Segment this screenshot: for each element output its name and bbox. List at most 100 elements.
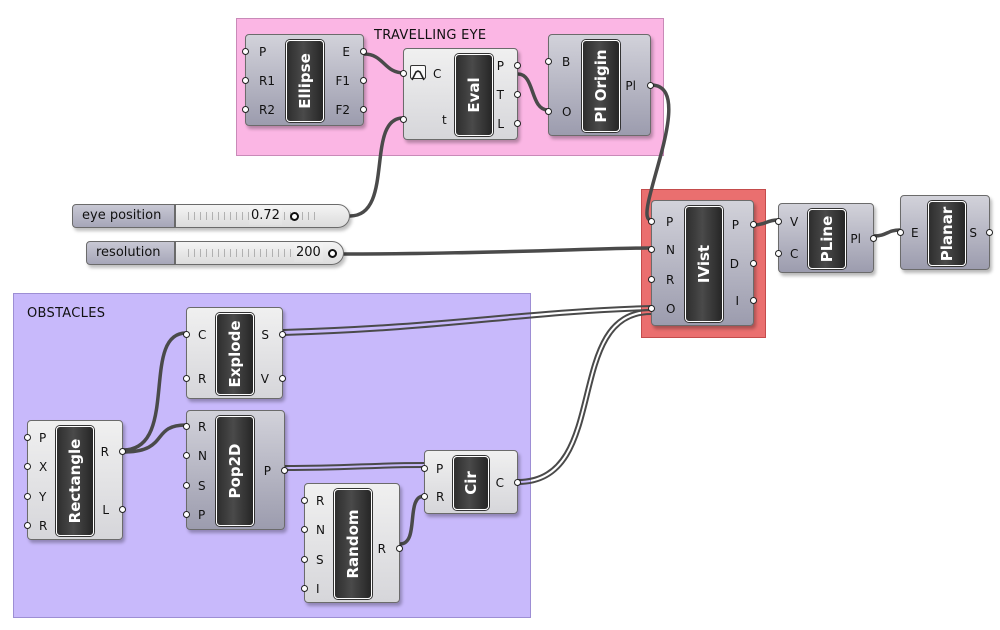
eval-input-c: C [433,67,442,81]
plorigin-input-b-dot[interactable] [545,58,552,65]
cir-input-r-dot[interactable] [421,493,428,500]
rectangle-input-x-dot[interactable] [24,463,31,470]
pop2d-output-p: P [263,464,271,478]
resolution-slider-ticks [188,249,313,257]
eye-position-slider-knob[interactable] [290,212,299,221]
pline-input-v: V [790,215,799,229]
planar-output-s: S [969,226,977,240]
plorigin-component[interactable]: Pl Origin B O Pl [545,34,654,136]
explode-input-r: R [198,372,207,386]
rectangle-input-r-dot[interactable] [24,522,31,529]
planar-input-e: E [911,226,919,240]
eval-output-l: L [497,117,504,131]
explode-input-r-dot[interactable] [183,375,190,382]
pop2d-component[interactable]: Pop2D R N S P P [183,410,288,530]
ellipse-core[interactable]: Ellipse [286,40,324,122]
pline-name: PLine [818,215,836,263]
rectangle-input-p-dot[interactable] [24,434,31,441]
ellipse-input-p: P [259,45,267,59]
ellipse-input-r2-dot[interactable] [242,106,249,113]
explode-output-v: V [260,372,269,386]
rectangle-output-r-dot[interactable] [119,448,126,455]
random-input-r-dot[interactable] [301,497,308,504]
ellipse-input-p-dot[interactable] [242,48,249,55]
pop2d-input-s-dot[interactable] [183,482,190,489]
rectangle-output-l-dot[interactable] [119,506,126,513]
rectangle-component[interactable]: Rectangle P X Y R R L [24,420,126,540]
ivist-core[interactable]: IVist [685,206,723,322]
ivist-output-p-dot[interactable] [750,221,757,228]
ellipse-output-f1-dot[interactable] [360,77,367,84]
ivist-input-r-dot[interactable] [648,276,655,283]
eval-output-t-dot[interactable] [514,91,521,98]
ivist-input-p-dot[interactable] [648,218,655,225]
rectangle-name: Rectangle [66,438,84,524]
explode-input-c-dot[interactable] [183,331,190,338]
pline-input-c-dot[interactable] [775,250,782,257]
random-input-n-dot[interactable] [301,526,308,533]
random-input-i-dot[interactable] [301,585,308,592]
planar-input-e-dot[interactable] [897,229,904,236]
pop2d-output-p-dot[interactable] [281,467,288,474]
eval-output-l-dot[interactable] [514,120,521,127]
random-component[interactable]: Random R N S I R [301,483,403,603]
plorigin-input-o-dot[interactable] [545,108,552,115]
ivist-output-d-dot[interactable] [750,260,757,267]
wire-resolution-to-ivist [342,246,653,256]
explode-output-v-dot[interactable] [279,375,286,382]
rectangle-input-x: X [39,460,48,474]
rectangle-input-y-dot[interactable] [24,493,31,500]
planar-core[interactable]: Planar [928,201,966,266]
pline-input-v-dot[interactable] [775,218,782,225]
eval-output-p-dot[interactable] [514,62,521,69]
pline-output-pl-dot[interactable] [870,235,877,242]
plorigin-core[interactable]: Pl Origin [582,40,620,132]
random-output-r-dot[interactable] [396,545,403,552]
pop2d-input-n-dot[interactable] [183,452,190,459]
cir-output-c-dot[interactable] [514,479,521,486]
planar-component[interactable]: Planar E S [897,195,993,270]
resolution-slider-knob[interactable] [328,249,337,258]
cir-name: Cir [462,471,480,495]
pop2d-input-p-dot[interactable] [183,511,190,518]
cir-core[interactable]: Cir [453,456,489,510]
ivist-output-i-dot[interactable] [750,297,757,304]
eval-component[interactable]: Eval C t P T L [400,48,521,140]
explode-component[interactable]: Explode C R S V [183,307,286,399]
pop2d-input-r-dot[interactable] [183,423,190,430]
planar-output-s-dot[interactable] [986,229,993,236]
ivist-input-n-dot[interactable] [648,246,655,253]
wire-cir-to-ivist-a [517,309,652,481]
explode-output-s-dot[interactable] [279,331,286,338]
eval-core[interactable]: Eval [455,54,493,136]
ellipse-component[interactable]: Ellipse P R1 R2 E F1 F2 [242,34,367,126]
random-name: Random [344,509,362,579]
ellipse-output-e-dot[interactable] [360,48,367,55]
ellipse-output-f2: F2 [335,103,350,117]
cir-output-c: C [495,476,504,490]
explode-input-c: C [198,328,207,342]
explode-output-s: S [261,328,269,342]
ellipse-output-f2-dot[interactable] [360,106,367,113]
ellipse-input-r2: R2 [259,103,275,117]
random-input-s-dot[interactable] [301,556,308,563]
eye-position-slider[interactable]: 0.72 [175,204,350,228]
eval-input-c-dot[interactable] [400,70,407,77]
rectangle-core[interactable]: Rectangle [56,426,94,536]
explode-core[interactable]: Explode [216,313,254,395]
pline-core[interactable]: PLine [808,209,846,269]
pop2d-core[interactable]: Pop2D [216,416,254,526]
ivist-component[interactable]: IVist P N R O P D I [648,200,757,326]
plorigin-output-pl-dot[interactable] [647,82,654,89]
ivist-input-o-dot[interactable] [648,305,655,312]
ivist-output-i: I [735,294,739,308]
cir-input-p-dot[interactable] [421,465,428,472]
pline-component[interactable]: PLine V C Pl [775,203,877,273]
planar-name: Planar [938,206,956,261]
random-core[interactable]: Random [334,489,372,599]
ellipse-input-r1-dot[interactable] [242,77,249,84]
cir-component[interactable]: Cir P R C [421,450,521,514]
graph-mapper-icon[interactable] [410,65,426,81]
resolution-slider[interactable]: 200 [175,241,344,265]
eval-input-t-dot[interactable] [400,116,407,123]
